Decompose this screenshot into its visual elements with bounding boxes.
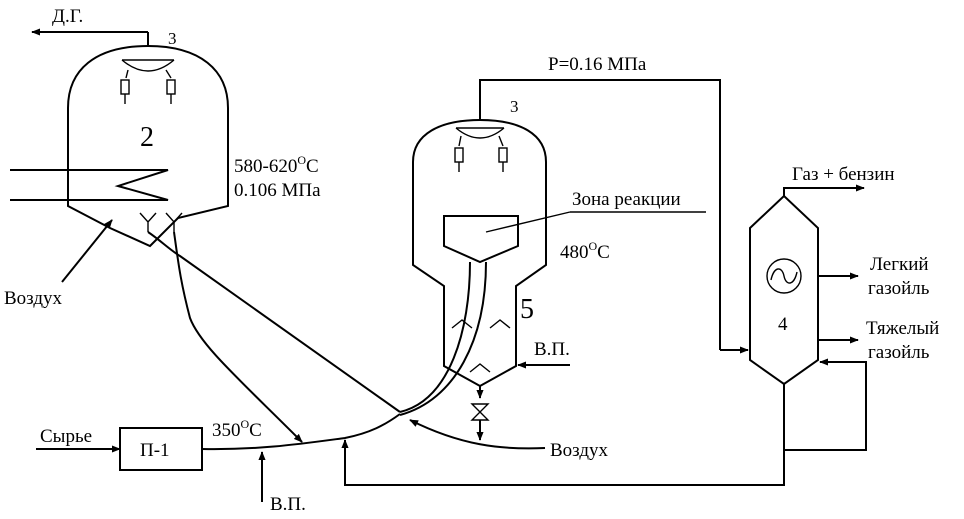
regenerator-temperature: 580-620OC [234,153,319,177]
feed-temperature: 350OC [212,417,262,441]
regenerator-vessel [10,28,229,248]
air-bottom-label: Воздух [550,440,609,461]
reactor-vessel [399,118,547,416]
reactor-pressure-label: P=0.16 МПа [548,54,647,75]
gas-gasoline-label: Газ + бензин [792,164,895,185]
fractionation-column [749,184,867,451]
reactor-temperature: 480OC [560,239,610,263]
reactor-burner-number: 3 [510,97,519,116]
flue-gas-label: Д.Г. [52,6,83,27]
stripper-valve [470,386,490,441]
steam-bottom-label: В.П. [270,494,306,515]
column-number: 4 [778,314,788,335]
air-left-label: Воздух [4,288,63,309]
stripper-number: 5 [520,294,534,325]
regenerator-number: 2 [140,122,154,153]
recycle-line [341,384,785,486]
heavy-gasoil-label-1: Тяжелый [866,318,939,339]
air-left-arrow [61,219,113,283]
feed-label: Сырье [40,426,92,447]
light-gasoil-label-2: газойль [868,278,930,299]
heavy-gasoil-label-2: газойль [868,342,930,363]
light-gasoil-label-1: Легкий [870,254,929,275]
regenerator-burner-number: 3 [168,29,177,48]
steam-stripper-label: В.П. [534,339,570,360]
regenerator-pressure: 0.106 МПа [234,180,321,201]
catalyst-transfer-lines [147,231,546,450]
reactor-overhead-line [479,79,749,354]
reaction-zone-label: Зона реакции [572,189,681,210]
heater-label: П-1 [140,440,170,461]
feed-line [36,413,401,502]
